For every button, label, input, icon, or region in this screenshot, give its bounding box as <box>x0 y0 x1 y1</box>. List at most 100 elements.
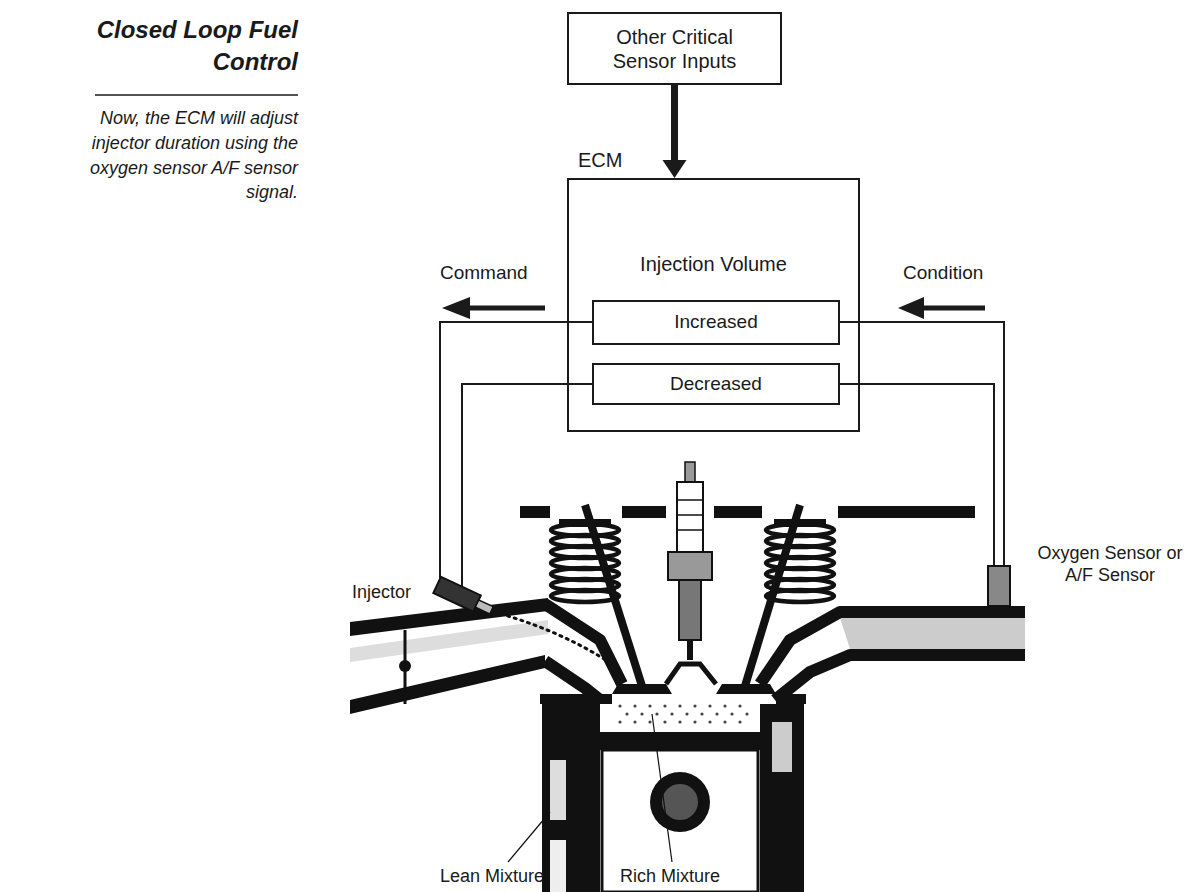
exhaust-inner <box>840 618 1025 649</box>
leader-line <box>652 714 672 862</box>
node-text: Increased <box>674 311 757 334</box>
condition-arrow <box>898 297 985 319</box>
piston-crown <box>600 732 760 750</box>
signal-direction-label: Command <box>440 262 528 285</box>
chamber-roof <box>666 664 716 684</box>
mixture-dot <box>633 704 636 707</box>
plug-body <box>679 580 701 640</box>
signal-direction-label: Condition <box>903 262 983 285</box>
sensor-input-box: Other Critical Sensor Inputs <box>567 12 782 85</box>
command-arrow <box>442 297 545 319</box>
part-label: Injector <box>352 582 411 604</box>
mixture-dot <box>738 704 741 707</box>
wall-highlight <box>550 760 566 820</box>
head-band <box>838 506 975 518</box>
exhaust-port <box>760 566 1025 700</box>
plug-rib <box>677 514 703 516</box>
spring-coil <box>551 590 619 602</box>
head-deck <box>540 694 612 704</box>
head-band <box>520 506 550 518</box>
mixture-dot <box>655 712 658 715</box>
title-text: Closed Loop Fuel Control <box>40 14 298 79</box>
node-text: Decreased <box>670 373 762 396</box>
arrow-shaft <box>920 306 985 311</box>
mixture-dot <box>730 712 733 715</box>
injector <box>433 577 495 619</box>
node-text: Other Critical Sensor Inputs <box>597 25 752 73</box>
mixture-dot <box>670 712 673 715</box>
wall-highlight <box>772 722 792 772</box>
node-text: Injection Volume <box>569 252 858 276</box>
plug-electrode <box>687 640 693 660</box>
injector-body <box>433 577 480 612</box>
throttle-shaft <box>399 660 411 672</box>
flow-arrow <box>663 85 687 178</box>
mixture-dot <box>625 712 628 715</box>
mixture-dot <box>618 720 621 723</box>
mixture-dot <box>723 720 726 723</box>
mixture-dot <box>738 720 741 723</box>
mixture-dot <box>715 712 718 715</box>
mixture-dot <box>685 712 688 715</box>
mixture-dot <box>640 712 643 715</box>
mixture-dot <box>648 720 651 723</box>
callout-label: Lean Mixture <box>440 866 544 888</box>
arrow-shaft <box>466 306 545 311</box>
mixture-dot <box>633 720 636 723</box>
caption-text: Now, the ECM will adjust injector durati… <box>58 106 298 205</box>
arrow-head <box>898 297 924 319</box>
mixture-dot <box>723 704 726 707</box>
sensor-wire <box>840 322 1004 566</box>
wall-highlight <box>550 840 566 892</box>
mixture-dots <box>618 704 748 723</box>
signal-wires <box>440 322 1004 587</box>
mixture-dot <box>663 720 666 723</box>
plug-hex <box>668 552 712 580</box>
spring-coil <box>766 590 834 602</box>
intake-valve-head <box>612 684 672 694</box>
mixture-dot <box>648 704 651 707</box>
mixture-dot <box>678 720 681 723</box>
plug-rib <box>677 529 703 531</box>
node-text: ECM <box>578 148 622 172</box>
exhaust-wall <box>775 655 1025 700</box>
head-deck <box>776 694 806 704</box>
arrow-head <box>442 297 470 319</box>
cylinder-wall <box>760 704 804 892</box>
plug-insulator <box>677 482 703 552</box>
injection-decreased-box: Decreased <box>592 363 840 405</box>
piston-pin <box>650 772 710 832</box>
intake-wall <box>350 655 545 714</box>
part-label: Oxygen Sensor or A/F Sensor <box>1030 543 1190 586</box>
mixture-dot <box>693 704 696 707</box>
intake-wall <box>350 598 548 636</box>
cylinder <box>540 694 806 892</box>
leader-line <box>508 812 550 862</box>
mixture-dot <box>745 712 748 715</box>
callout-label: Rich Mixture <box>620 866 720 888</box>
arrow-head <box>663 160 687 178</box>
mixture-dot <box>708 704 711 707</box>
injector-nozzle <box>475 600 493 614</box>
mixture-dot <box>693 720 696 723</box>
spring-retainer <box>774 519 826 527</box>
plug-terminal <box>685 462 695 482</box>
mixture-dot <box>678 704 681 707</box>
spring-retainer <box>559 519 611 527</box>
plug-rib <box>677 499 703 501</box>
mixture-dot <box>663 704 666 707</box>
mixture-dot <box>708 720 711 723</box>
spark-plug <box>668 462 712 660</box>
fuel-spray <box>494 612 612 664</box>
arrow-shaft <box>671 85 678 162</box>
head-band <box>714 506 762 518</box>
oxygen-sensor <box>988 566 1010 606</box>
ecm-box: ECMInjection VolumeIncreasedDecreased <box>567 178 860 432</box>
sensor-wire <box>840 384 994 566</box>
piston <box>602 750 758 892</box>
injection-increased-box: Increased <box>592 300 840 345</box>
mixture-dot <box>618 704 621 707</box>
mixture-dot <box>700 712 703 715</box>
intake-manifold <box>350 598 622 714</box>
exhaust-valve-head <box>716 684 776 694</box>
